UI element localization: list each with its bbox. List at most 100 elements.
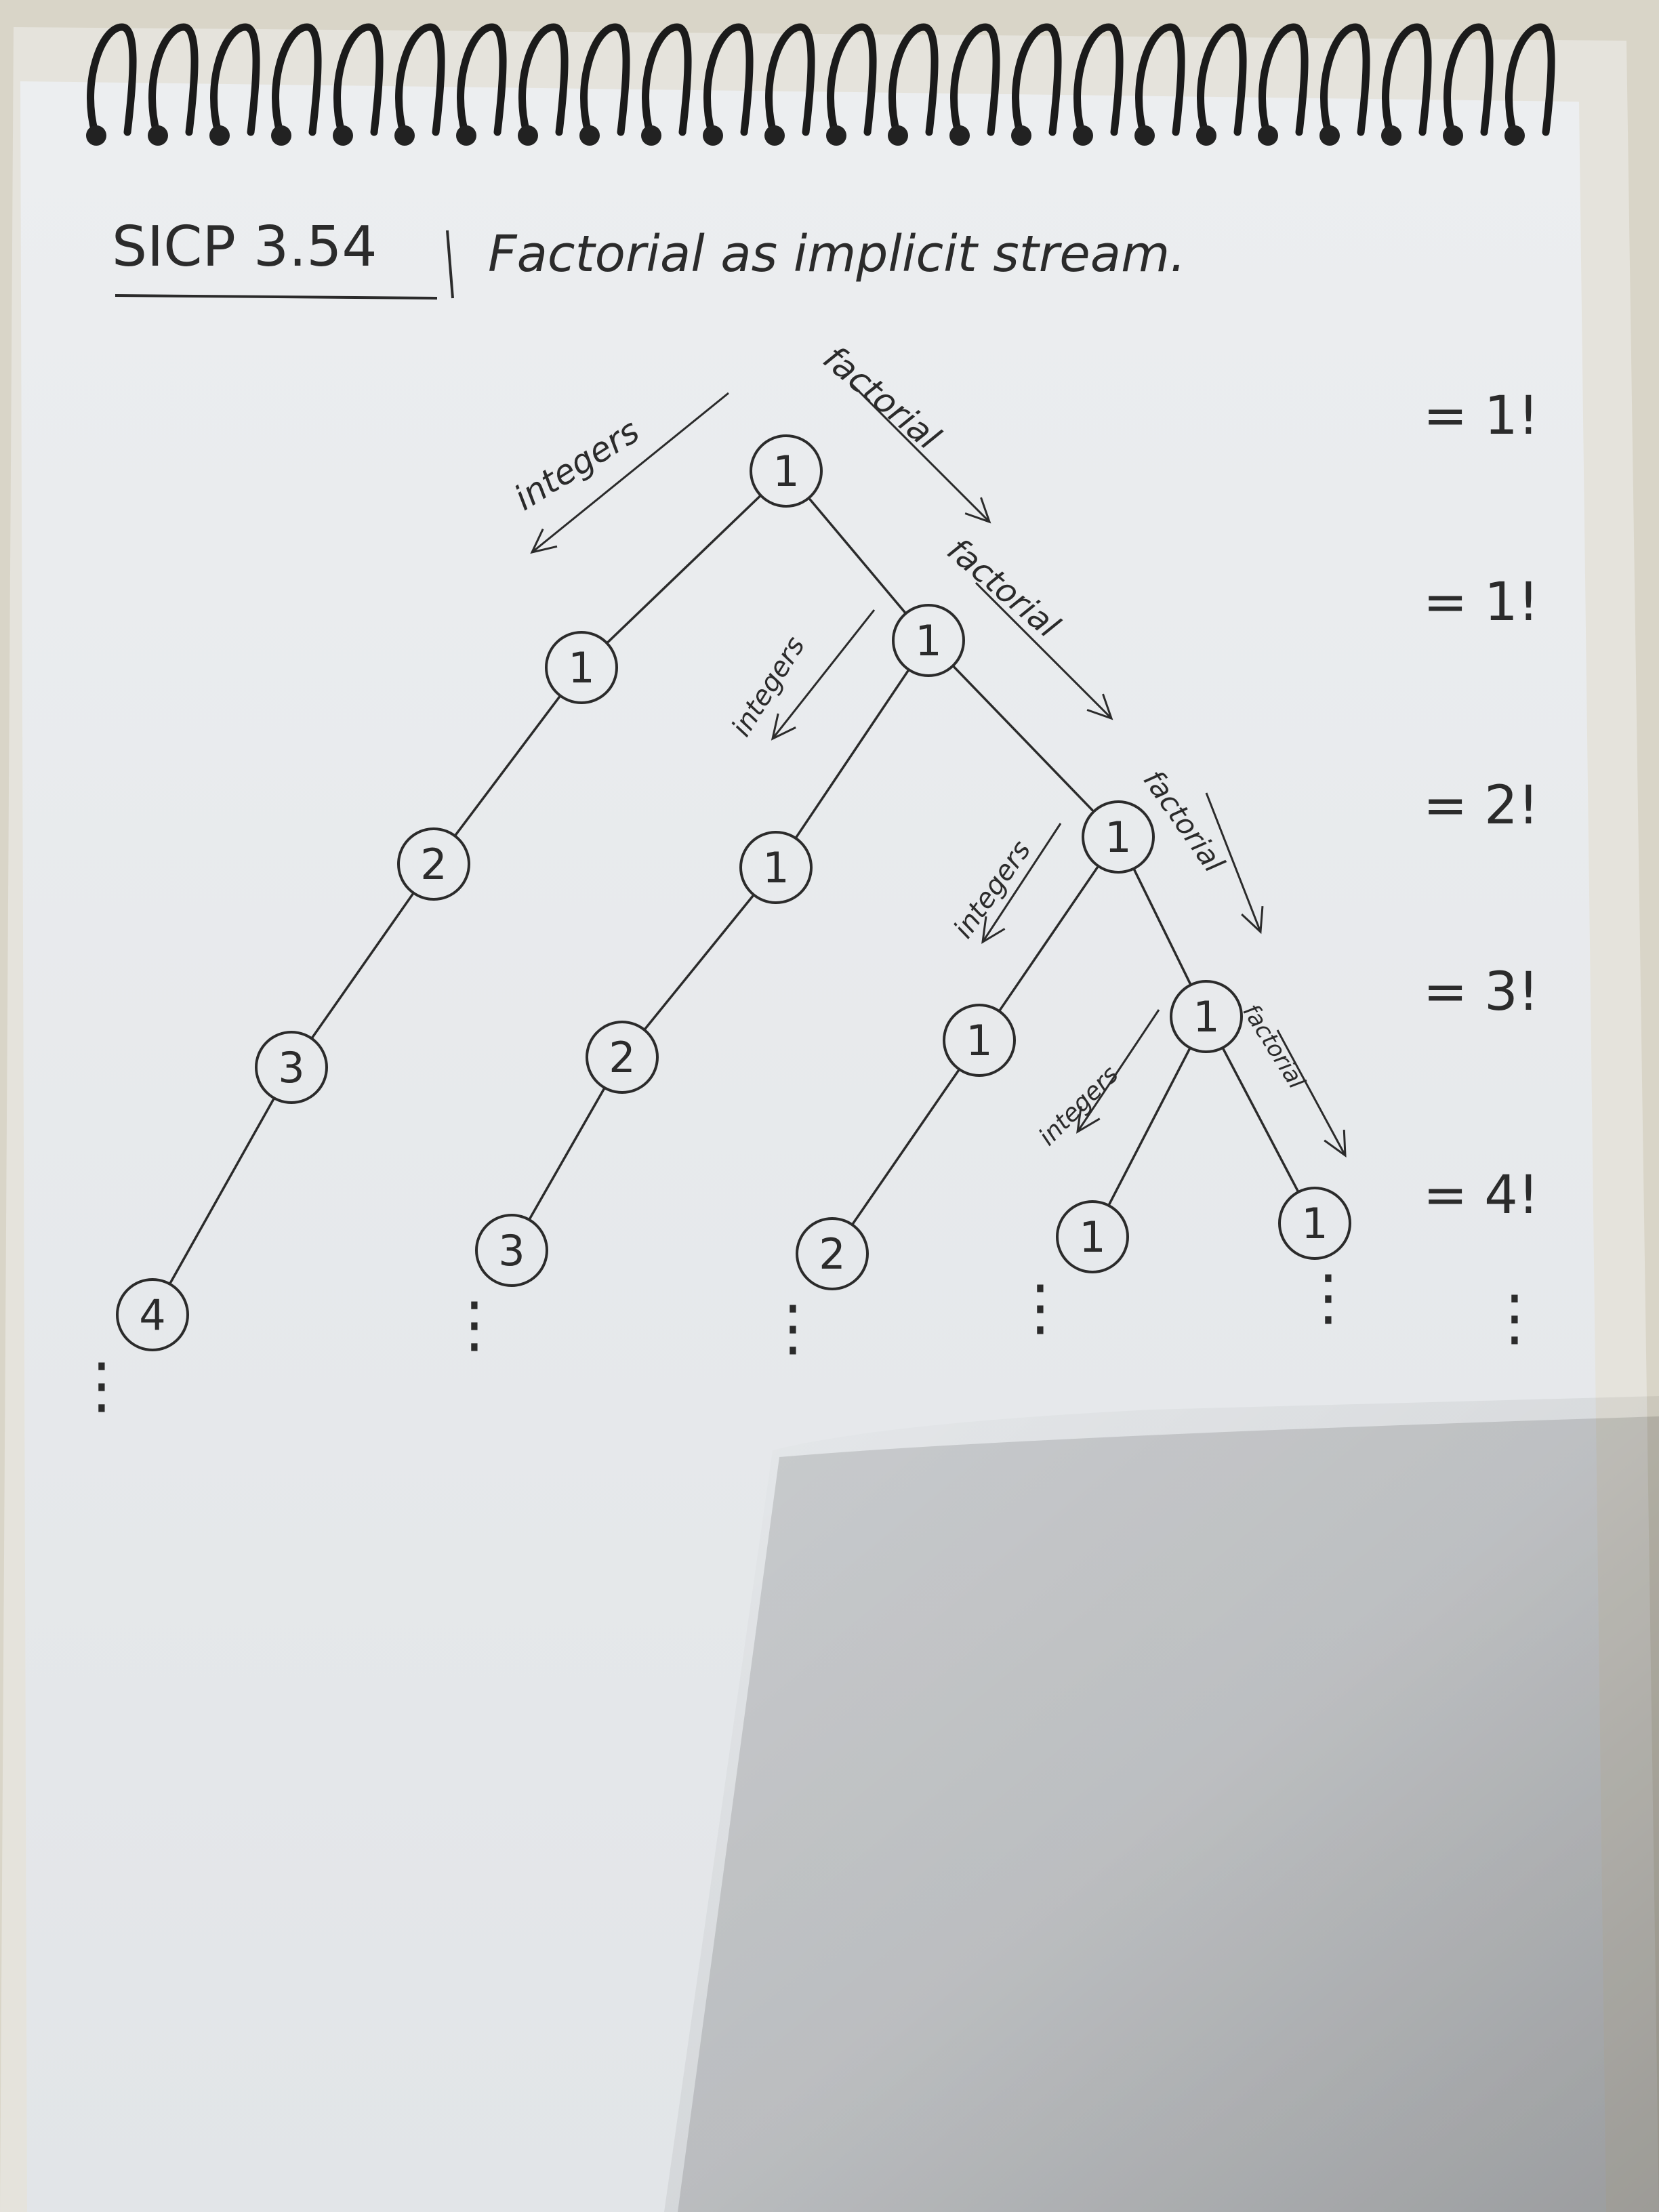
arrow-line	[771, 609, 876, 739]
tree-edges	[168, 494, 1300, 1285]
spiral-ring	[457, 23, 507, 136]
row-result: = 3!	[1423, 962, 1539, 1023]
node-circle	[545, 631, 618, 704]
title-code: SICP 3.54	[112, 215, 377, 279]
node-circle	[255, 1031, 328, 1104]
arrowhead	[771, 713, 796, 741]
node-value: 1	[1301, 1199, 1328, 1248]
tree-edge	[168, 1097, 276, 1285]
spiral-ring	[1135, 23, 1185, 136]
tree-edge	[951, 665, 1095, 813]
arrow-line	[981, 823, 1062, 943]
binding-hole	[1011, 125, 1031, 146]
spiral-ring	[272, 23, 322, 136]
node-value: 3	[278, 1043, 304, 1092]
node-circle	[1082, 800, 1155, 874]
continuation-dots: ⋮⋮⋮⋮⋮⋮	[71, 1262, 1545, 1421]
binding-hole	[394, 125, 415, 146]
row-result: = 2!	[1423, 775, 1539, 836]
node-value: 1	[773, 447, 799, 496]
spiral-ring	[148, 23, 199, 136]
arrowhead	[1086, 693, 1113, 720]
spiral-ring	[395, 23, 445, 136]
spiral-ring	[950, 23, 1000, 136]
node-circle	[1056, 1200, 1129, 1273]
spiral-ring	[1073, 23, 1124, 136]
edge-arrows	[530, 382, 1347, 1158]
binding-hole	[86, 125, 106, 146]
binding-hole	[456, 125, 476, 146]
tree-edge	[528, 1087, 606, 1221]
binding-hole	[888, 125, 908, 146]
binding-hole	[1196, 125, 1216, 146]
continuation-ellipsis: ⋮	[1484, 1282, 1545, 1353]
binding-hole	[1504, 125, 1525, 146]
node-circle	[739, 831, 813, 904]
spiral-ring	[1382, 23, 1432, 136]
binding-hole	[1258, 125, 1278, 146]
spiral-ring	[642, 23, 692, 136]
tree-edge	[808, 497, 907, 615]
row-result: = 1!	[1423, 572, 1539, 633]
arrow-line	[849, 382, 991, 523]
node-value: 2	[819, 1229, 845, 1279]
binding-hole	[518, 125, 538, 146]
spiral-ring	[1012, 23, 1062, 136]
row-result: = 4!	[1423, 1165, 1539, 1226]
tree-edge	[310, 892, 415, 1040]
binding-hole	[579, 125, 600, 146]
arrowhead	[1076, 1106, 1101, 1134]
tree-edge	[794, 669, 910, 839]
binding-hole	[1134, 125, 1155, 146]
arrowhead	[964, 497, 991, 524]
page-title: SICP 3.54 Factorial as implicit stream.	[112, 215, 1186, 300]
spiral-ring	[210, 23, 260, 136]
arrowhead	[1324, 1129, 1347, 1158]
node-value: 1	[1079, 1212, 1105, 1262]
arrow-line	[975, 581, 1113, 720]
node-value: 4	[139, 1290, 165, 1340]
arrowhead	[981, 916, 1006, 944]
node-circle	[750, 434, 823, 508]
tree-edge	[453, 695, 562, 837]
node-value: 1	[568, 643, 594, 693]
node-circle	[1170, 980, 1243, 1053]
shadow-core	[678, 1416, 1659, 2212]
node-circle	[796, 1217, 869, 1290]
tree-edge	[998, 865, 1100, 1012]
binding-hole	[826, 125, 846, 146]
tree-edge	[851, 1068, 960, 1226]
binding-hole	[703, 125, 723, 146]
tree-edge	[606, 494, 762, 644]
node-circle	[1278, 1187, 1351, 1260]
spiral-ring	[1320, 23, 1370, 136]
spiral-ring	[703, 23, 754, 136]
binding-hole	[209, 125, 230, 146]
arrowhead	[1241, 905, 1264, 935]
node-value: 1	[1105, 813, 1131, 862]
spiral-ring	[827, 23, 877, 136]
node-circle	[475, 1214, 548, 1287]
spiral-ring	[1197, 23, 1247, 136]
node-value: 1	[915, 616, 941, 665]
binding-hole	[949, 125, 970, 146]
binding-hole	[148, 125, 168, 146]
continuation-ellipsis: ⋮	[1010, 1272, 1071, 1343]
arrowhead	[530, 528, 558, 554]
node-circle	[116, 1278, 189, 1351]
binding-hole	[641, 125, 661, 146]
hand-shadow	[664, 1396, 1659, 2212]
arrow-line	[1276, 1029, 1347, 1156]
title-divider	[446, 230, 454, 299]
spiral-ring	[87, 23, 137, 136]
continuation-ellipsis: ⋮	[71, 1350, 132, 1421]
binding-hole	[271, 125, 291, 146]
node-circle	[586, 1021, 659, 1094]
spiral-ring	[333, 23, 384, 136]
node-value: 2	[609, 1033, 635, 1082]
spiral-ring	[1258, 23, 1309, 136]
node-circle	[892, 604, 965, 677]
spiral-ring	[765, 23, 815, 136]
binding-hole	[333, 125, 353, 146]
